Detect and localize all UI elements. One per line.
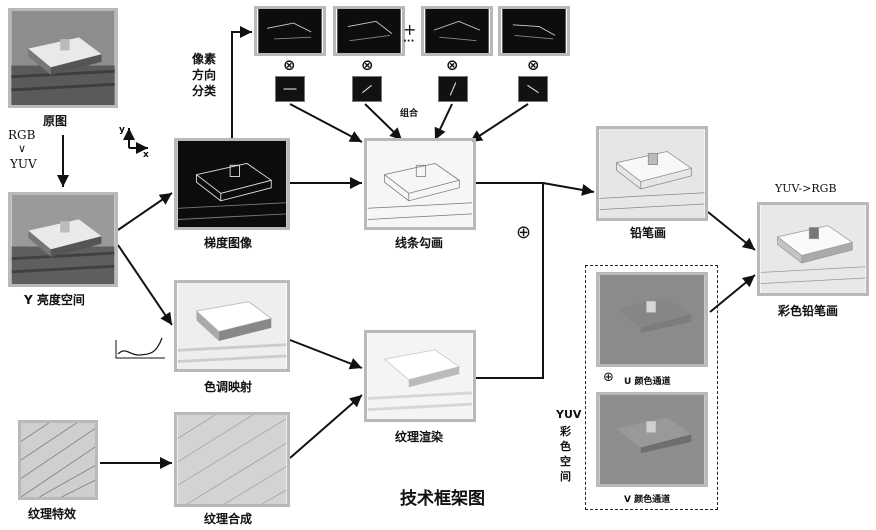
edge-map-icon — [177, 141, 287, 227]
convolve-operator-4: ⊗ — [527, 56, 540, 74]
line-kernel-icon — [519, 77, 547, 101]
convolve-operator-3: ⊗ — [446, 56, 459, 74]
direction-response-3 — [421, 6, 493, 56]
direction-response-4 — [498, 6, 570, 56]
yuv-to-rgb-label: YUV->RGB — [775, 182, 837, 195]
yuv-space-line-4: 空 — [560, 453, 571, 469]
line-kernel-icon — [353, 77, 381, 101]
line-kernel-icon — [276, 77, 304, 101]
texture-rendering-image — [364, 330, 476, 422]
v-channel-icon — [599, 395, 705, 484]
pencil-drawing-image — [596, 126, 708, 221]
kernel-diagonal-3 — [518, 76, 548, 102]
original-image — [8, 8, 118, 108]
v-channel-label: V 颜色通道 — [624, 492, 670, 505]
edge-fragment-icon — [257, 9, 323, 53]
arrow-k1-to-lines — [290, 104, 362, 142]
line-drawing-label: 线条勾画 — [395, 234, 443, 251]
axis-x-label: x — [143, 150, 149, 160]
direction-response-1 — [254, 6, 326, 56]
arrow-luminance-to-tone — [118, 245, 172, 325]
rgb-label: RGB — [8, 128, 35, 142]
arrow-pencil-to-color — [708, 212, 755, 250]
arrow-gradient-to-directions — [232, 32, 252, 138]
pencil-drawing-label: 铅笔画 — [630, 224, 666, 241]
texture-rendering-label: 纹理渲染 — [395, 428, 443, 445]
tone-mapping-label: 色调映射 — [204, 378, 252, 395]
v-channel-image — [596, 392, 708, 487]
arrow-synth-to-render — [290, 395, 362, 458]
arrow-k2-to-lines — [365, 104, 402, 140]
u-channel-icon — [599, 275, 705, 364]
gradient-image — [174, 138, 290, 230]
synthesized-texture-icon — [177, 415, 287, 504]
luminance-label: Y 亮度空间 — [24, 291, 85, 308]
kernel-horizontal — [275, 76, 305, 102]
arrow-k3-to-lines — [435, 104, 452, 140]
kernel-diagonal-2 — [438, 76, 468, 102]
texture-effect-image — [18, 420, 98, 500]
pixel-direction-line-1: 像素 — [192, 50, 216, 67]
tone-curve-axes — [116, 340, 165, 358]
line-render-out — [476, 183, 543, 378]
original-label: 原图 — [43, 112, 67, 129]
edge-fragment-icon — [501, 9, 567, 53]
book-photo-icon — [11, 11, 115, 105]
edge-fragment-icon — [336, 9, 402, 53]
pixel-direction-line-3: 分类 — [192, 82, 216, 99]
convolve-operator-1: ⊗ — [283, 56, 296, 74]
arrow-merge-to-pencil — [543, 183, 594, 192]
combine-label: 组合 — [400, 106, 418, 119]
convolve-operator-2: ⊗ — [361, 56, 374, 74]
edge-fragment-icon — [424, 9, 490, 53]
yuv-space-line-2: 彩 — [560, 423, 571, 439]
color-pencil-icon — [760, 205, 866, 293]
yuv-label: YUV — [10, 157, 37, 171]
color-pencil-label: 彩色铅笔画 — [778, 302, 838, 319]
yuv-space-line-5: 间 — [560, 468, 571, 484]
book-gray-icon — [11, 195, 115, 284]
luminance-image — [8, 192, 118, 287]
axis-y-label: y — [119, 125, 125, 135]
yuv-space-line-1: YUV — [556, 408, 581, 421]
kernel-diagonal-1 — [352, 76, 382, 102]
yuv-space-line-3: 色 — [560, 438, 571, 454]
ellipsis: ··· — [403, 36, 414, 47]
color-pencil-image — [757, 202, 869, 296]
diagram-title: 技术框架图 — [400, 484, 485, 509]
texture-effect-label: 纹理特效 — [28, 505, 76, 522]
arrow-k4-to-lines — [470, 104, 528, 142]
pencil-texture-icon — [21, 423, 95, 497]
texture-synthesis-label: 纹理合成 — [204, 510, 252, 527]
line-sketch-icon — [367, 141, 473, 227]
tone-curve-line — [118, 338, 162, 355]
direct-sum-operator: ⊕ — [516, 222, 531, 243]
texture-rendered-icon — [367, 333, 473, 419]
arrow-tone-to-render — [290, 340, 362, 368]
pixel-direction-line-2: 方向 — [192, 66, 216, 83]
u-channel-image — [596, 272, 708, 367]
pencil-sketch-icon — [599, 129, 705, 218]
texture-synthesis-image — [174, 412, 290, 507]
direction-response-2 — [333, 6, 405, 56]
line-kernel-icon — [439, 77, 467, 101]
gradient-label: 梯度图像 — [204, 234, 252, 251]
line-drawing-image — [364, 138, 476, 230]
tone-mapping-image — [174, 280, 290, 372]
arrow-luminance-to-gradient — [118, 193, 172, 230]
tone-mapped-icon — [177, 283, 287, 369]
u-channel-label: U 颜色通道 — [624, 374, 670, 387]
direct-sum-small: ⊕ — [603, 370, 614, 385]
convert-arrow-glyph: ∨ — [18, 142, 26, 155]
